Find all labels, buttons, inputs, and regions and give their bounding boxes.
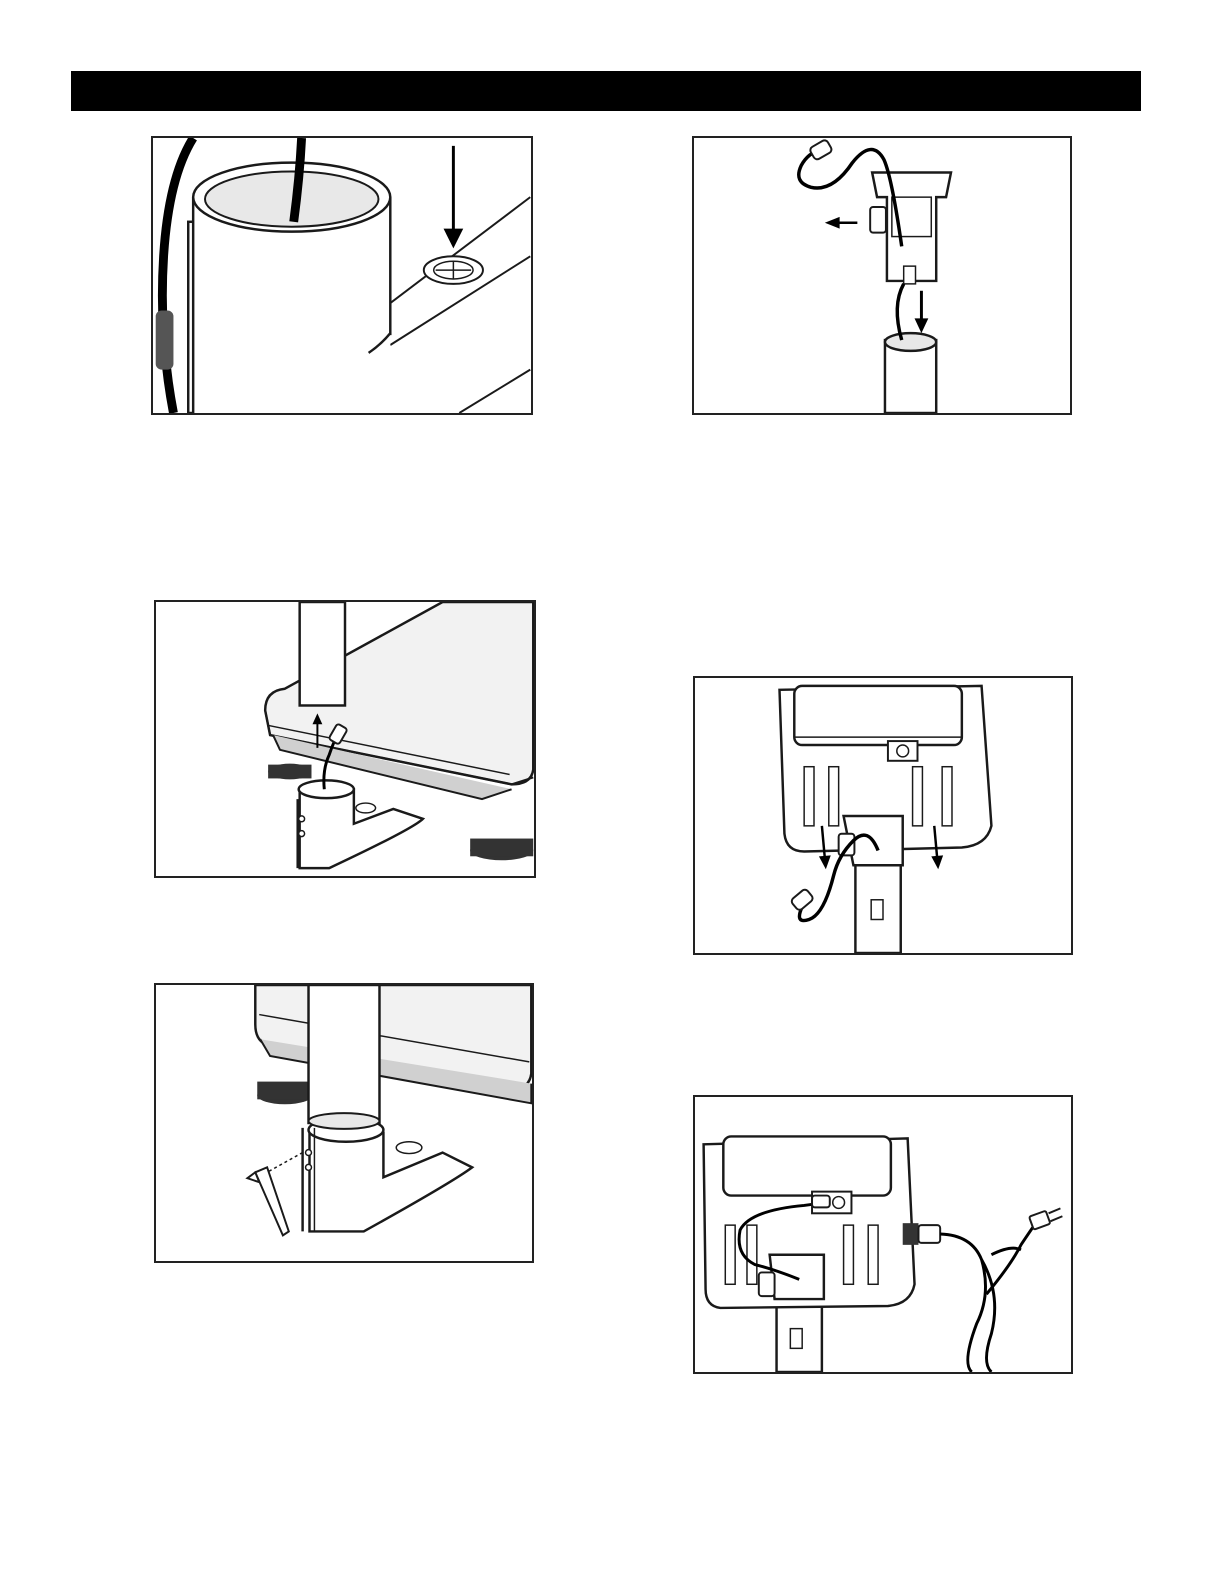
- column-socket-illustration: [153, 138, 531, 413]
- bracket-on-column-illustration: [694, 138, 1070, 413]
- figure-column-socket: [151, 136, 533, 415]
- figure-indicator-on-bracket: [693, 676, 1073, 955]
- cable-connector-icon: [809, 139, 833, 161]
- cables-connected-illustration: [695, 1097, 1071, 1372]
- secure-column-illustration: [156, 985, 532, 1261]
- figure-bracket-on-column: [692, 136, 1072, 415]
- figure-column-into-base: [154, 600, 536, 878]
- hex-key-icon: [247, 1167, 288, 1235]
- indicator-on-bracket-illustration: [695, 678, 1071, 953]
- figure-cables-connected: [693, 1095, 1073, 1374]
- section-header-bar: [71, 71, 1141, 111]
- figure-secure-column: [154, 983, 534, 1263]
- cable-connector-icon: [812, 1196, 830, 1208]
- column-into-base-illustration: [156, 602, 534, 876]
- cable-connector-icon: [790, 888, 814, 911]
- power-plug-icon: [1029, 1211, 1050, 1230]
